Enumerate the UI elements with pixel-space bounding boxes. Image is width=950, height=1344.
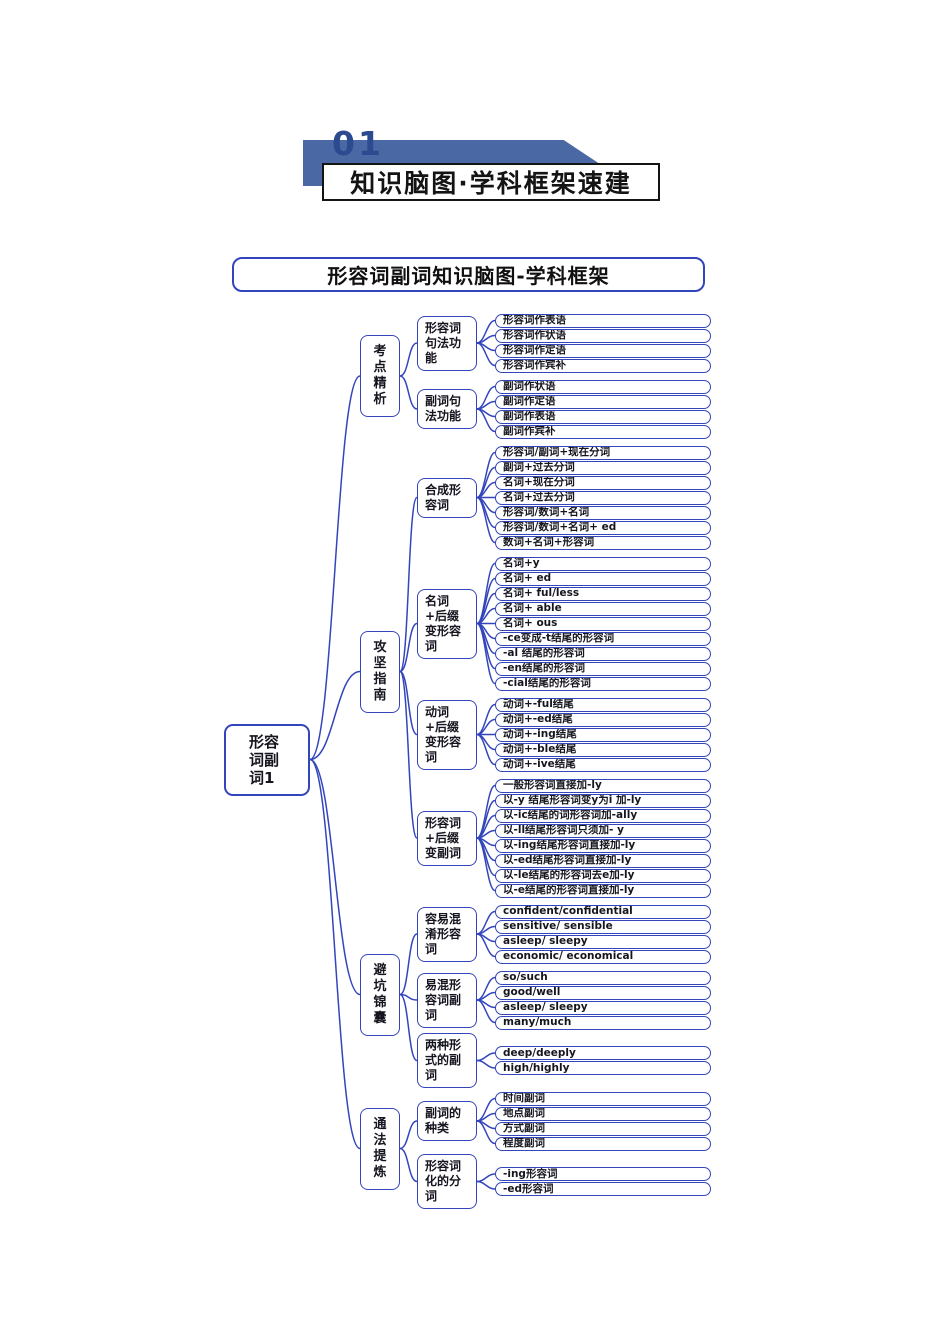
leaf-node: 名词+过去分词 xyxy=(495,490,711,505)
branch-node: 攻坚指南 xyxy=(360,630,400,713)
leaf-node: 以-ll结尾形容词只须加- y xyxy=(495,823,711,838)
child-row: 副词句法功能 副词作状语 副词作定语 副词作表语 副词作宾补 xyxy=(417,376,711,442)
leaf-node: high/highly xyxy=(495,1061,711,1075)
leaf-node: 数词+名词+形容词 xyxy=(495,535,711,550)
leaf-node: 名词+现在分词 xyxy=(495,475,711,490)
leaf-node: so/such xyxy=(495,970,711,985)
leaf-node: 名词+ ful/less xyxy=(495,586,711,601)
leaf-node: 以-y 结尾形容词变y为i 加-ly xyxy=(495,793,711,808)
child-row: 容易混淆形容词 confident/confidential sensitive… xyxy=(417,901,711,967)
leaf-node: 动词+-ed结尾 xyxy=(495,712,711,727)
child-row: 名词+后缀变形容词 名词+y 名词+ ed 名词+ ful/less 名词+ a… xyxy=(417,553,711,694)
branch-node: 避坑锦囊 xyxy=(360,953,400,1036)
child-row: 合成形容词 形容词/副词+现在分词 副词+过去分词 名词+现在分词 名词+过去分… xyxy=(417,442,711,553)
leaf-node: 副词作表语 xyxy=(495,409,711,424)
branch-node: 通法提炼 xyxy=(360,1107,400,1190)
child-row: 易混形容词副词 so/such good/well asleep/ sleepy… xyxy=(417,967,711,1033)
leaf-node: 以-ed结尾形容词直接加-ly xyxy=(495,853,711,868)
child-row: 形容词化的分词 -ing形容词 -ed形容词 xyxy=(417,1154,711,1209)
leaf-node: 形容词作宾补 xyxy=(495,358,711,373)
branch-row: 考点精析 形容词句法功能 形容词作表语 形容词作状语 形容词作定语 形容词作宾补… xyxy=(360,310,711,442)
leaf-node: 方式副词 xyxy=(495,1121,711,1136)
branch-row: 避坑锦囊 容易混淆形容词 confident/confidential sens… xyxy=(360,901,711,1088)
leaf-node: 形容词/副词+现在分词 xyxy=(495,445,711,460)
leaf-node: -ing形容词 xyxy=(495,1167,711,1181)
sub-branch-node: 两种形式的副词 xyxy=(417,1033,477,1088)
section-number: 01 xyxy=(332,124,384,163)
leaf-node: good/well xyxy=(495,985,711,1000)
sub-branch-node: 形容词句法功能 xyxy=(417,315,477,371)
leaf-node: 形容词作定语 xyxy=(495,343,711,358)
leaf-node: 名词+ ed xyxy=(495,571,711,586)
leaf-node: 名词+y xyxy=(495,556,711,571)
leaf-node: 以-le结尾的形容词去e加-ly xyxy=(495,868,711,883)
leaf-node: 一般形容词直接加-ly xyxy=(495,778,711,793)
leaf-node: 副词作定语 xyxy=(495,394,711,409)
leaf-node: 形容词作状语 xyxy=(495,328,711,343)
branch-row: 攻坚指南 合成形容词 形容词/副词+现在分词 副词+过去分词 名词+现在分词 名… xyxy=(360,442,711,901)
leaf-node: sensitive/ sensible xyxy=(495,919,711,934)
section-header: 知识脑图·学科框架速建 xyxy=(322,163,660,201)
leaf-node: -en结尾的形容词 xyxy=(495,661,711,676)
branches-column: 考点精析 形容词句法功能 形容词作表语 形容词作状语 形容词作定语 形容词作宾补… xyxy=(360,310,711,1209)
sub-branch-node: 副词句法功能 xyxy=(417,389,477,429)
leaf-node: economic/ economical xyxy=(495,949,711,964)
mind-map: 形容词副词1 考点精析 形容词句法功能 形容词作表语 形容词作状语 形容词作定语… xyxy=(224,310,711,1209)
map-title-text: 形容词副词知识脑图-学科框架 xyxy=(327,264,610,288)
leaf-node: -ed形容词 xyxy=(495,1182,711,1196)
sub-branch-node: 形容词化的分词 xyxy=(417,1154,477,1209)
child-row: 两种形式的副词 deep/deeply high/highly xyxy=(417,1033,711,1088)
leaf-node: 形容词/数词+名词+ ed xyxy=(495,520,711,535)
leaf-node: -al 结尾的形容词 xyxy=(495,646,711,661)
sub-branch-node: 易混形容词副词 xyxy=(417,972,477,1028)
branch-row: 通法提炼 副词的种类 时间副词 地点副词 方式副词 程度副词 形容词化的分词 -… xyxy=(360,1088,711,1209)
leaf-node: 动词+-ble结尾 xyxy=(495,742,711,757)
section-title: 知识脑图·学科框架速建 xyxy=(350,169,632,198)
leaf-node: 以-ing结尾形容词直接加-ly xyxy=(495,838,711,853)
leaf-node: -ce变成-t结尾的形容词 xyxy=(495,631,711,646)
root-node: 形容词副词1 xyxy=(224,723,310,796)
child-row: 形容词句法功能 形容词作表语 形容词作状语 形容词作定语 形容词作宾补 xyxy=(417,310,711,376)
leaf-node: 名词+ able xyxy=(495,601,711,616)
leaf-node: 以-ic结尾的词形容词加-ally xyxy=(495,808,711,823)
leaf-node: 动词+-ing结尾 xyxy=(495,727,711,742)
map-title-pill: 形容词副词知识脑图-学科框架 xyxy=(232,257,705,292)
leaf-node: 地点副词 xyxy=(495,1106,711,1121)
sub-branch-node: 名词+后缀变形容词 xyxy=(417,588,477,659)
leaf-node: deep/deeply xyxy=(495,1046,711,1060)
leaf-node: 动词+-ive结尾 xyxy=(495,757,711,772)
leaf-node: 副词作宾补 xyxy=(495,424,711,439)
sub-branch-node: 形容词+后缀变副词 xyxy=(417,810,477,866)
child-row: 形容词+后缀变副词 一般形容词直接加-ly 以-y 结尾形容词变y为i 加-ly… xyxy=(417,775,711,901)
leaf-node: 形容词作表语 xyxy=(495,313,711,328)
child-row: 动词+后缀变形容词 动词+-ful结尾 动词+-ed结尾 动词+-ing结尾 动… xyxy=(417,694,711,775)
leaf-node: 时间副词 xyxy=(495,1091,711,1106)
child-row: 副词的种类 时间副词 地点副词 方式副词 程度副词 xyxy=(417,1088,711,1154)
leaf-node: 名词+ ous xyxy=(495,616,711,631)
branch-node: 考点精析 xyxy=(360,335,400,417)
leaf-node: confident/confidential xyxy=(495,904,711,919)
sub-branch-node: 副词的种类 xyxy=(417,1101,477,1141)
leaf-node: 形容词/数词+名词 xyxy=(495,505,711,520)
sub-branch-node: 合成形容词 xyxy=(417,477,477,518)
sub-branch-node: 动词+后缀变形容词 xyxy=(417,699,477,770)
leaf-node: -cial结尾的形容词 xyxy=(495,676,711,691)
leaf-node: 以-e结尾的形容词直接加-ly xyxy=(495,883,711,898)
leaf-node: 副词作状语 xyxy=(495,379,711,394)
leaf-node: asleep/ sleepy xyxy=(495,934,711,949)
leaf-node: many/much xyxy=(495,1015,711,1030)
sub-branch-node: 容易混淆形容词 xyxy=(417,906,477,962)
leaf-node: 程度副词 xyxy=(495,1136,711,1151)
leaf-node: 副词+过去分词 xyxy=(495,460,711,475)
leaf-node: asleep/ sleepy xyxy=(495,1000,711,1015)
leaf-node: 动词+-ful结尾 xyxy=(495,697,711,712)
